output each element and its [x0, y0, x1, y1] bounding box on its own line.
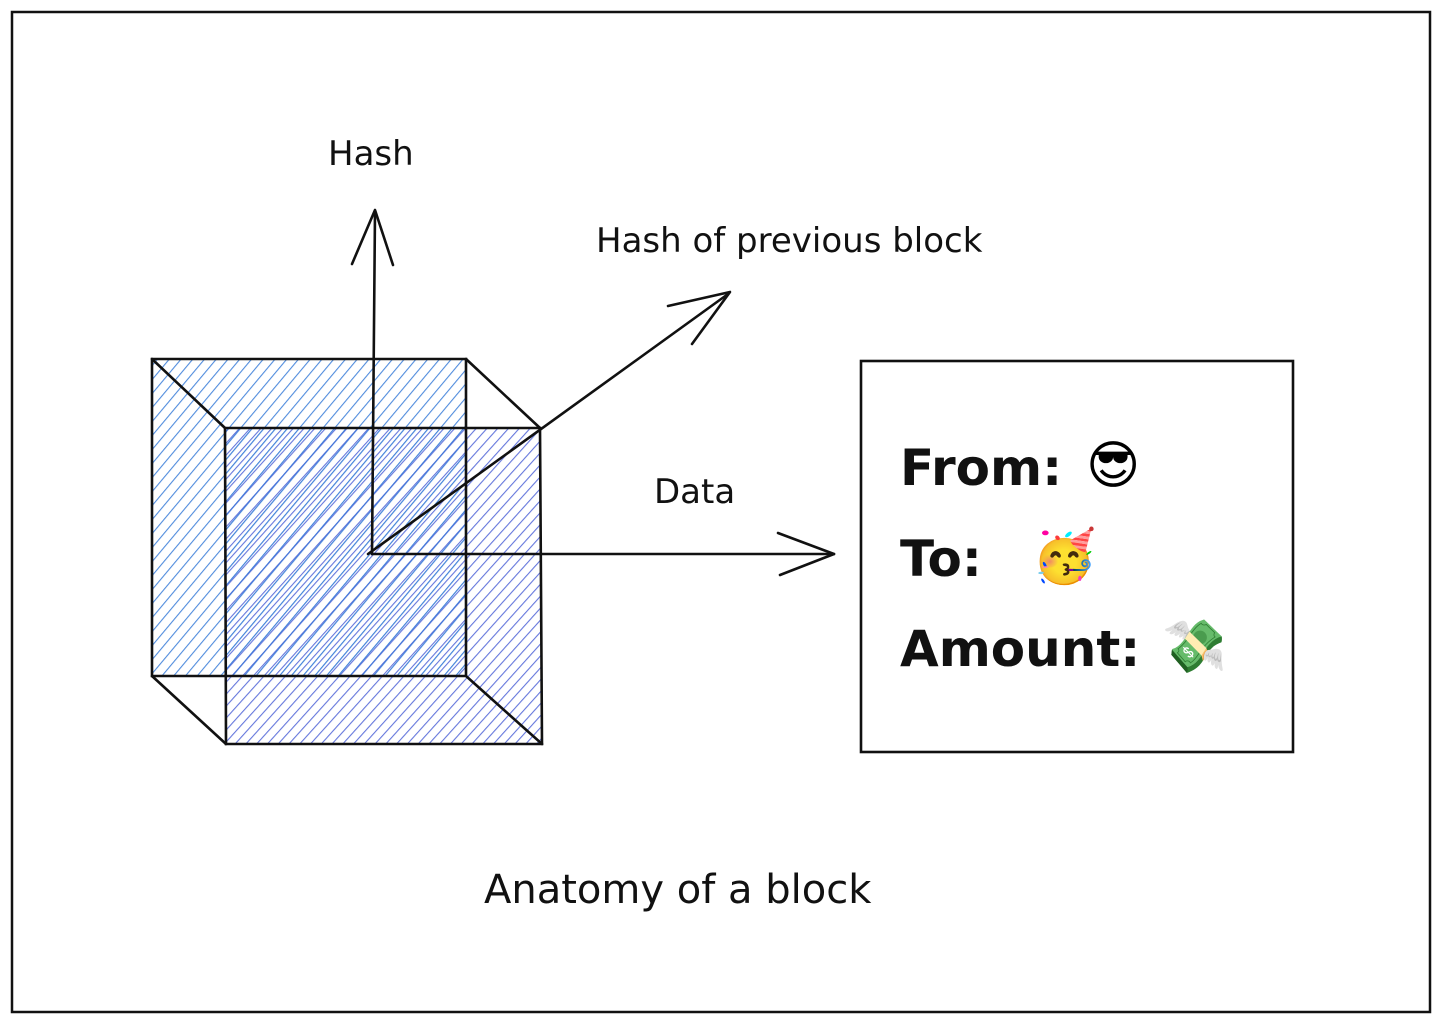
sunglasses-face-icon: 😎	[1086, 436, 1140, 496]
party-face-icon: 🥳	[1032, 525, 1097, 587]
data-box	[859, 359, 1295, 754]
outer-frame	[10, 10, 1432, 1014]
hash-label: Hash	[328, 134, 414, 174]
arrow-hash	[350, 208, 395, 556]
to-label: To:	[900, 530, 982, 588]
money-with-wings-icon: 💸	[1162, 617, 1227, 677]
cube-overlap-region	[225, 428, 466, 676]
from-label: From:	[900, 439, 1062, 497]
arrow-data	[370, 531, 836, 577]
amount-label: Amount:	[900, 620, 1140, 678]
data-label: Data	[654, 472, 735, 512]
hash-previous-label: Hash of previous block	[596, 221, 983, 261]
diagram-caption: Anatomy of a block	[484, 867, 872, 913]
cube-edges	[150, 357, 544, 746]
arrow-hash-previous	[366, 290, 732, 556]
